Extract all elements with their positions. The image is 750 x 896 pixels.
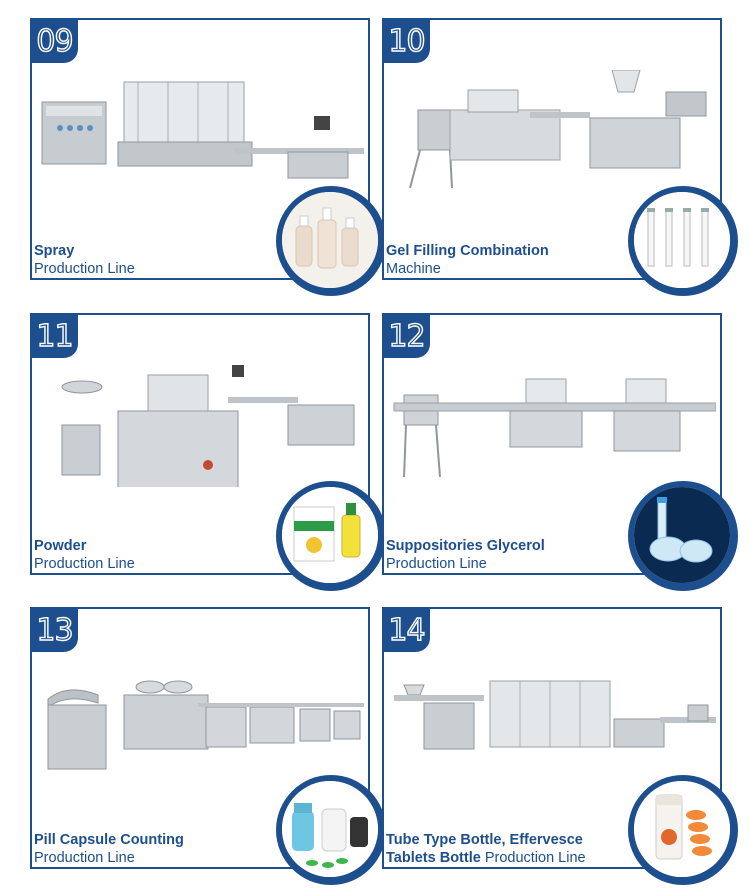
card-caption: Pill Capsule Counting Production Line <box>34 831 184 867</box>
card-number-badge: 14 <box>383 608 430 652</box>
card-title-line2: Tablets Bottle <box>386 850 481 866</box>
powder-package-photo <box>276 481 386 591</box>
card-caption: Tube Type Bottle, Effervesce Tablets Bot… <box>386 831 586 867</box>
gel-filling-machine-image <box>409 70 707 189</box>
card-caption: Gel Filling Combination Machine <box>386 242 549 278</box>
card-caption: Suppositories Glycerol Production Line <box>386 537 545 573</box>
card-subtitle: Production Line <box>34 850 135 866</box>
card-subtitle: Production Line <box>34 261 135 277</box>
card-title: Suppositories Glycerol <box>386 538 545 554</box>
pill-bottles-photo <box>276 775 386 885</box>
product-card-13[interactable]: 13 Pill Capsule Counting Production Line <box>30 607 386 885</box>
syringes-photo <box>628 186 738 296</box>
spray-bottles-photo <box>276 186 386 296</box>
product-card-14[interactable]: 14 Tube Type Bottle, Effervesce Tablets … <box>382 607 738 885</box>
card-caption: Powder Production Line <box>34 537 135 573</box>
card-subtitle: Production Line <box>34 556 135 572</box>
product-card-09[interactable]: 09 Spray Production Line <box>30 18 386 296</box>
suppositories-glycerol-line-image <box>393 378 716 478</box>
product-card-12[interactable]: 12 Suppositories Glycerol Production Lin… <box>382 313 738 591</box>
card-number-badge: 10 <box>383 19 430 63</box>
spray-production-line-image <box>41 81 364 179</box>
card-title: Gel Filling Combination <box>386 243 549 259</box>
card-title: Powder <box>34 538 87 554</box>
product-card-10[interactable]: 10 Gel Filling Combination Machine <box>382 18 738 296</box>
powder-production-line-image <box>61 365 355 487</box>
card-number-badge: 11 <box>31 314 78 358</box>
card-title: Spray <box>34 243 75 259</box>
card-title: Tube Type Bottle, Effervesce <box>386 832 583 848</box>
card-title: Pill Capsule Counting <box>34 832 184 848</box>
card-subtitle: Production Line <box>480 850 586 866</box>
pill-capsule-counting-line-image <box>47 680 364 770</box>
card-subtitle: Production Line <box>386 556 487 572</box>
suppository-applicator-photo <box>628 481 738 591</box>
card-subtitle: Machine <box>386 261 441 277</box>
card-number-badge: 13 <box>31 608 78 652</box>
card-caption: Spray Production Line <box>34 242 135 278</box>
tube-bottle-effervescent-line-image <box>394 680 716 750</box>
product-card-11[interactable]: 11 Powder Production Line <box>30 313 386 591</box>
card-number-badge: 12 <box>383 314 430 358</box>
card-number-badge: 09 <box>31 19 78 63</box>
effervescent-tube-photo <box>628 775 738 885</box>
card-subtitle-line: Tablets Bottle Production Line <box>386 849 586 867</box>
